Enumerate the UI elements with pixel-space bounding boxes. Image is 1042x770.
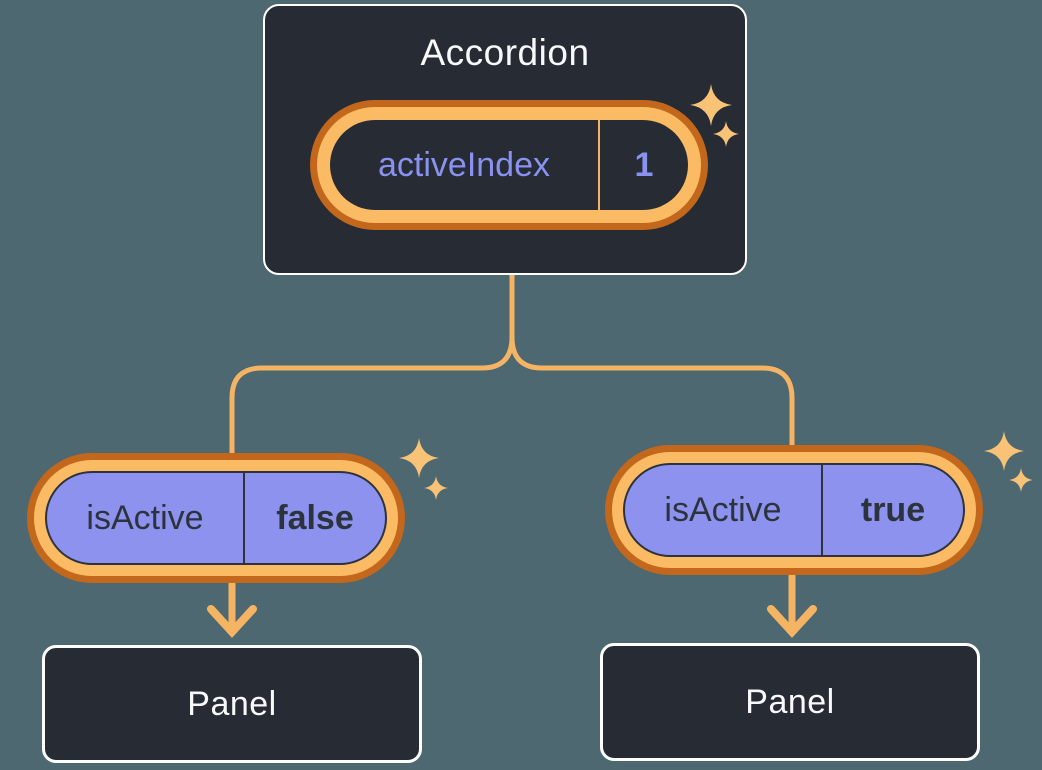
pill-divider bbox=[243, 473, 245, 563]
prop-name: isActive bbox=[86, 498, 204, 537]
accordion-component-box: Accordion activeIndex 1 bbox=[263, 4, 747, 275]
sparkle-icon bbox=[399, 438, 439, 478]
prop-pill-left: isActive false bbox=[27, 453, 405, 583]
panel-box-left: Panel bbox=[42, 645, 422, 763]
pill-divider bbox=[598, 120, 600, 210]
prop-pill-ring: isActive true bbox=[612, 452, 976, 568]
state-pill: activeIndex 1 bbox=[310, 100, 708, 230]
prop-pill-right: isActive true bbox=[605, 445, 983, 575]
connector-fork-left bbox=[229, 275, 515, 456]
state-value: 1 bbox=[634, 145, 654, 184]
panel-title: Panel bbox=[745, 682, 835, 721]
component-title: Accordion bbox=[420, 32, 590, 73]
arrow-down-icon bbox=[207, 580, 257, 638]
state-pill-ring: activeIndex 1 bbox=[317, 107, 701, 223]
panel-box-right: Panel bbox=[600, 643, 980, 761]
prop-name: isActive bbox=[664, 490, 782, 529]
prop-pill-ring: isActive false bbox=[34, 460, 398, 576]
arrow-down-icon bbox=[767, 572, 817, 638]
sparkle-icon bbox=[424, 476, 448, 500]
panel-title: Panel bbox=[187, 684, 277, 723]
sparkle-icon bbox=[984, 431, 1024, 471]
state-name: activeIndex bbox=[378, 145, 550, 184]
sparkle-icon bbox=[1009, 468, 1033, 492]
pill-divider bbox=[821, 465, 823, 555]
prop-value: true bbox=[860, 490, 926, 529]
prop-value: false bbox=[276, 498, 354, 537]
connector-fork-right bbox=[509, 275, 795, 448]
